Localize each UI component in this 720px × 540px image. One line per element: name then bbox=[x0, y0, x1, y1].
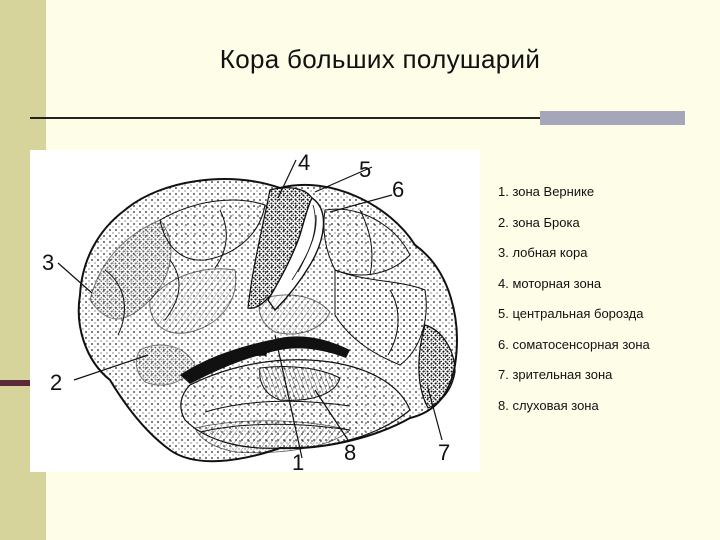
callout-lines bbox=[57, 159, 443, 459]
lateral-sulcus bbox=[180, 336, 350, 384]
legend-item: 1. зона Вернике bbox=[498, 184, 595, 199]
legend-list: 1. зона Вернике 2. зона Брока 3. лобная … bbox=[498, 184, 713, 428]
slide-title: Кора больших полушарий bbox=[219, 44, 541, 74]
visual-area bbox=[418, 324, 456, 409]
legend-item: 4. моторная зона bbox=[498, 275, 602, 291]
auditory-area bbox=[259, 366, 341, 401]
side-accent bbox=[0, 380, 30, 386]
wernicke-area bbox=[258, 294, 331, 335]
callout-6: 6 bbox=[392, 177, 404, 202]
legend-item: 8. слуховая зона bbox=[498, 397, 599, 413]
callout-3: 3 bbox=[42, 250, 54, 275]
legend-item: 6. соматосенсорная зона bbox=[498, 336, 650, 352]
callout-4: 4 bbox=[298, 150, 310, 175]
legend-item: 3. лобная кора bbox=[498, 245, 588, 260]
title-rule bbox=[30, 117, 540, 119]
broca-area bbox=[135, 344, 196, 386]
legend-item: 5. центральная борозда bbox=[498, 306, 644, 321]
callout-5: 5 bbox=[359, 157, 371, 182]
brain-drawing: 4 5 6 3 2 1 8 7 bbox=[42, 150, 458, 472]
callout-7: 7 bbox=[438, 440, 450, 465]
callout-2: 2 bbox=[50, 370, 62, 395]
title-rule-block bbox=[540, 111, 685, 125]
callout-1: 1 bbox=[292, 450, 304, 472]
legend-item: 7. зрительная зона bbox=[498, 367, 613, 382]
callout-8: 8 bbox=[344, 440, 356, 465]
brain-illustration: 4 5 6 3 2 1 8 7 bbox=[30, 150, 480, 472]
legend-item: 2. зона Брока bbox=[498, 214, 580, 230]
